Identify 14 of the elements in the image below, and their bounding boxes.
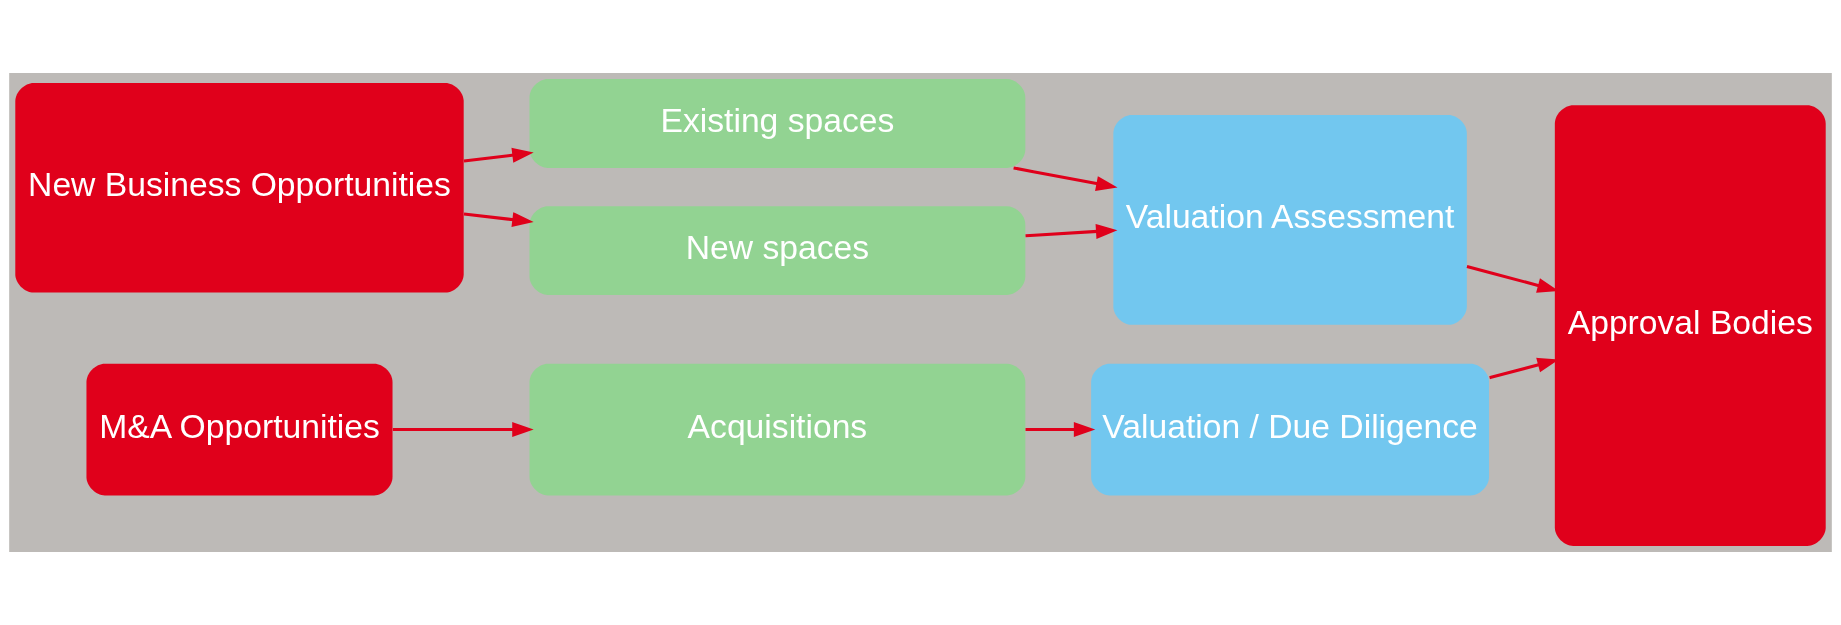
arrow <box>1013 166 1118 191</box>
node-box: Valuation Assessment <box>1113 115 1467 325</box>
node-box: Valuation / Due Diligence <box>1091 363 1490 496</box>
arrow <box>1025 422 1096 438</box>
arrow <box>392 422 534 438</box>
arrow <box>463 212 534 228</box>
node-box: M&A Opportunities <box>86 363 393 496</box>
node-box: New spaces <box>529 206 1026 295</box>
arrow <box>1025 223 1118 239</box>
node-box: New Business Opportunities <box>15 82 464 293</box>
arrow <box>463 147 534 163</box>
node-box: Acquisitions <box>529 363 1026 496</box>
node-box: Approval Bodies <box>1554 105 1826 546</box>
node-box: Existing spaces <box>529 79 1026 168</box>
